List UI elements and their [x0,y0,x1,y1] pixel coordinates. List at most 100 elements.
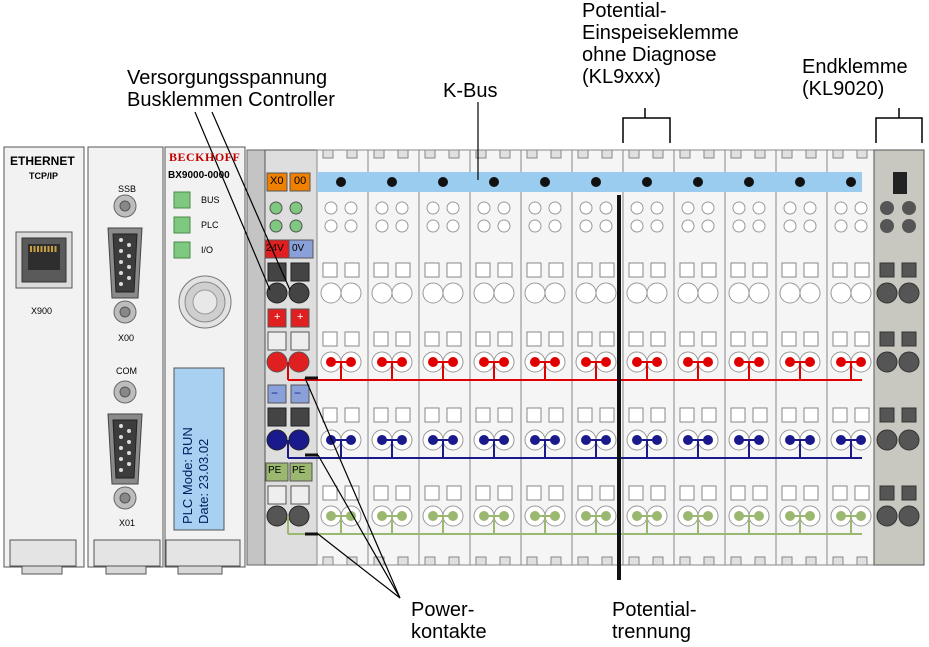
io-led [375,201,389,215]
io-release-square [628,262,644,278]
io-release-square [577,485,593,501]
label-einspeise-line4: (KL9xxx) [582,66,661,88]
plus-contact-dot [397,357,407,367]
end-clamp-large [898,505,920,527]
pe-contact-dot [448,511,458,521]
pe-contact-dot [428,511,438,521]
power-sq-3 [267,331,287,351]
leader-versorgung-2 [211,111,291,291]
power-sq-5 [267,407,287,427]
controller-foot [177,565,223,575]
power-sq-6 [290,407,310,427]
plus-contact-dot [499,357,509,367]
label-einspeise-line3: ohne Diagnose [582,44,717,66]
io-release-square [832,262,848,278]
dsub-x01-pin [119,446,123,450]
kbus-contact-dot [591,177,601,187]
io-clamp [320,282,342,304]
plus-contact-dot [805,357,815,367]
io-led [599,219,613,233]
end-release-square [901,262,917,278]
io-bottom-tab [703,556,715,566]
led-label-bus: BUS [201,195,220,205]
io-clamp [524,282,546,304]
io-bottom-tab [499,556,511,566]
io-led [497,201,511,215]
io-release-square [599,407,615,423]
io-led [324,201,338,215]
io-led [650,201,664,215]
io-release-square [701,407,717,423]
io-led [446,219,460,233]
io-clamp [442,282,464,304]
io-led [681,219,695,233]
kbus-contact-dot [642,177,652,187]
io-bottom-tab [679,556,691,566]
io-release-square [373,407,389,423]
plus-contact-dot [479,357,489,367]
io-clamp [595,282,617,304]
io-top-tab [397,149,409,159]
io-led [783,201,797,215]
rj45-pin [44,246,46,252]
controller-release-tab [165,539,241,567]
io-clamp [626,282,648,304]
dsub-x01-screw-bottom-hole [119,492,131,504]
io-release-square [475,485,491,501]
plus-contact-dot [346,357,356,367]
plus-contact-dot [785,357,795,367]
dsub-x01-pin [127,451,131,455]
led-label-io: I/O [201,245,214,255]
rj45-pin [51,246,53,252]
minus-contact-dot [652,435,662,445]
io-led [579,201,593,215]
io-bottom-tab [397,556,409,566]
controller-display: PLC Mode: RUN Date: 23.03.02 [176,368,226,530]
io-clamp [575,282,597,304]
io-release-square [526,331,542,347]
end-clamp-large [898,429,920,451]
io-release-square [497,262,513,278]
pe-contact-dot [601,511,611,521]
io-release-square [752,485,768,501]
rj45-pin [30,246,32,252]
minus-contact-dot [448,435,458,445]
io-release-square [548,331,564,347]
plus-contact-dot [632,357,642,367]
leader-power-3 [317,533,401,599]
rj45-pin [37,246,39,252]
io-top-tab [754,149,766,159]
io-led [752,201,766,215]
ethernet-subtitle: TCP/IP [29,171,59,181]
dsub-x01-pin [119,468,123,472]
io-release-square [803,331,819,347]
leader-versorgung-1 [194,111,271,291]
io-release-square [322,485,338,501]
minus-contact-dot [397,435,407,445]
minus-contact-dot [346,435,356,445]
io-led [783,219,797,233]
end-clamp-large [876,282,898,304]
rj45-pin [33,246,36,252]
power-clamp-pe-1 [266,505,288,527]
label-trennung-line1: Potential- [612,599,697,621]
io-clamp [371,282,393,304]
minus-contact-dot [377,435,387,445]
power-led-2 [289,201,303,215]
end-clamp [902,219,916,233]
io-bottom-tab [628,556,640,566]
io-release-square [548,407,564,423]
minus-contact-dot [601,435,611,445]
end-release-square [901,485,917,501]
io-led [752,219,766,233]
io-top-tab [703,149,715,159]
led-label-plc: PLC [201,220,219,230]
io-bottom-tab [856,556,868,566]
box-x0 [266,172,288,192]
io-top-tab [322,149,334,159]
io-release-square [701,331,717,347]
controller-model: BX9000-0000 [168,170,230,181]
end-clamp [880,219,894,233]
io-led [630,219,644,233]
kbus-contact-dot [489,177,499,187]
